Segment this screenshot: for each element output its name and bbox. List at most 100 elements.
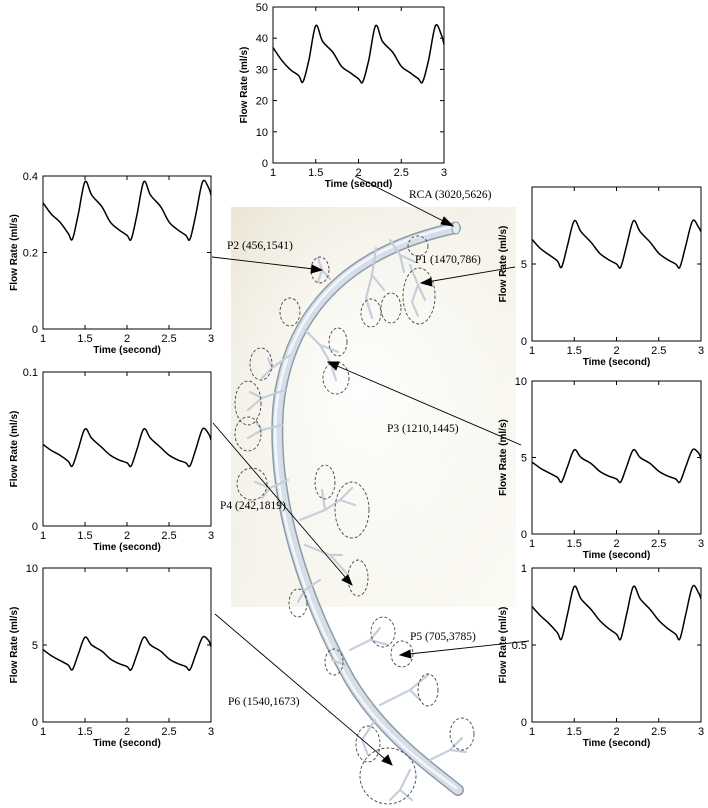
arrow-rca xyxy=(354,175,454,227)
y-tick-label: 0.2 xyxy=(23,248,38,260)
x-tick-label: 1.5 xyxy=(567,538,582,550)
outlet-marker xyxy=(324,648,344,676)
x-tick-label: 1 xyxy=(529,726,535,738)
arrow-p5 xyxy=(399,640,530,656)
vessel-render xyxy=(231,207,516,805)
x-tick-label: 2 xyxy=(613,345,619,357)
x-axis-label: Time (second) xyxy=(583,550,651,561)
outlet-marker xyxy=(360,298,382,328)
y-tick-label: 10 xyxy=(515,376,527,388)
y-tick-label: 0 xyxy=(32,324,38,336)
y-axis-label: Flow Rate (ml/s) xyxy=(239,47,250,124)
outlet-marker xyxy=(449,717,475,751)
x-tick-label: 2.5 xyxy=(161,333,176,345)
x-tick-label: 1.5 xyxy=(308,167,323,179)
flow-rate-line-p4 xyxy=(42,427,212,468)
x-tick-label: 1.5 xyxy=(77,726,92,738)
label-p4: P4 (242,1819) xyxy=(220,500,286,512)
outlet-p6 xyxy=(359,747,417,805)
flow-rate-line-p6 xyxy=(42,635,212,671)
x-axis-label: Time (second) xyxy=(93,542,161,553)
label-p3: P3 (1210,1445) xyxy=(387,423,459,435)
x-tick-label: 3 xyxy=(698,345,704,357)
outlet-p1 xyxy=(402,267,436,325)
flow-rate-line-p2 xyxy=(42,179,212,241)
y-tick-label: 0 xyxy=(521,336,527,348)
arrow-p3 xyxy=(327,361,522,446)
y-tick-label: 0.1 xyxy=(23,367,38,379)
x-tick-label: 2 xyxy=(355,167,361,179)
y-tick-label: 5 xyxy=(521,259,527,271)
flow-rate-line-p5 xyxy=(531,584,702,641)
x-tick-label: 2.5 xyxy=(161,530,176,542)
outlet-rca xyxy=(407,235,429,257)
arrow-head-p1 xyxy=(419,277,433,287)
arrow-p4 xyxy=(212,422,353,586)
y-tick-label: 1 xyxy=(521,563,527,575)
plot-frame xyxy=(42,371,212,527)
x-axis-label: Time (second) xyxy=(583,738,651,749)
plot-frame xyxy=(531,380,702,535)
outlet-marker xyxy=(417,673,439,707)
annotation-labels: RCA (3020,5626) P2 (456,1541) P1 (1470,7… xyxy=(220,189,492,708)
y-tick-label: 30 xyxy=(256,64,268,76)
arrow-head-p6 xyxy=(381,754,393,766)
plot-frame xyxy=(272,6,445,164)
plot-frame xyxy=(42,175,212,330)
x-tick-label: 2.5 xyxy=(651,345,666,357)
plot-frame xyxy=(531,567,702,723)
y-tick-label: 50 xyxy=(256,2,268,14)
x-tick-label: 1.5 xyxy=(567,726,582,738)
x-tick-label: 1 xyxy=(529,345,535,357)
outlet-p4 xyxy=(347,559,369,597)
y-tick-label: 0.5 xyxy=(512,640,527,652)
y-tick-label: 0.4 xyxy=(23,171,38,183)
x-tick-label: 2 xyxy=(613,726,619,738)
outlet-marker xyxy=(328,327,348,357)
outlet-marker xyxy=(234,416,262,452)
outlet-marker xyxy=(355,725,381,763)
arrow-head-p3 xyxy=(326,361,340,371)
x-tick-label: 3 xyxy=(208,333,214,345)
y-tick-label: 0 xyxy=(32,717,38,729)
x-tick-label: 2.5 xyxy=(651,726,666,738)
y-tick-label: 40 xyxy=(256,33,268,45)
x-tick-label: 2 xyxy=(613,538,619,550)
x-tick-label: 3 xyxy=(698,538,704,550)
y-axis-label: Flow Rate (ml/s) xyxy=(498,419,509,496)
arrow-p6 xyxy=(214,613,393,766)
arrow-head-p5 xyxy=(398,649,412,659)
x-axis-label: Time (second) xyxy=(93,345,161,356)
outlet-marker xyxy=(370,616,396,648)
y-axis-label: Flow Rate (ml/s) xyxy=(498,607,509,684)
y-tick-label: 20 xyxy=(256,96,268,108)
label-p2: P2 (456,1541) xyxy=(227,240,293,252)
outlet-marker xyxy=(288,588,308,618)
x-tick-label: 1 xyxy=(529,538,535,550)
side-branches xyxy=(246,238,468,802)
arrow-head-p2 xyxy=(310,264,324,274)
label-p6: P6 (1540,1673) xyxy=(228,696,300,708)
outlet-marker xyxy=(249,347,273,381)
x-tick-label: 1 xyxy=(40,726,46,738)
y-tick-label: 5 xyxy=(32,640,38,652)
main-vessel xyxy=(272,223,463,795)
y-tick-label: 10 xyxy=(26,563,38,575)
y-tick-label: 0 xyxy=(262,158,268,170)
y-axis-label: Flow Rate (ml/s) xyxy=(498,226,509,303)
x-tick-label: 2 xyxy=(124,333,130,345)
x-tick-label: 2 xyxy=(124,530,130,542)
arrow-head-rca xyxy=(440,216,455,227)
arrow-p1 xyxy=(420,266,516,284)
main-vessel-highlight xyxy=(274,224,458,790)
x-tick-label: 2 xyxy=(124,726,130,738)
outlet-p2 xyxy=(310,256,330,284)
x-tick-label: 3 xyxy=(208,530,214,542)
